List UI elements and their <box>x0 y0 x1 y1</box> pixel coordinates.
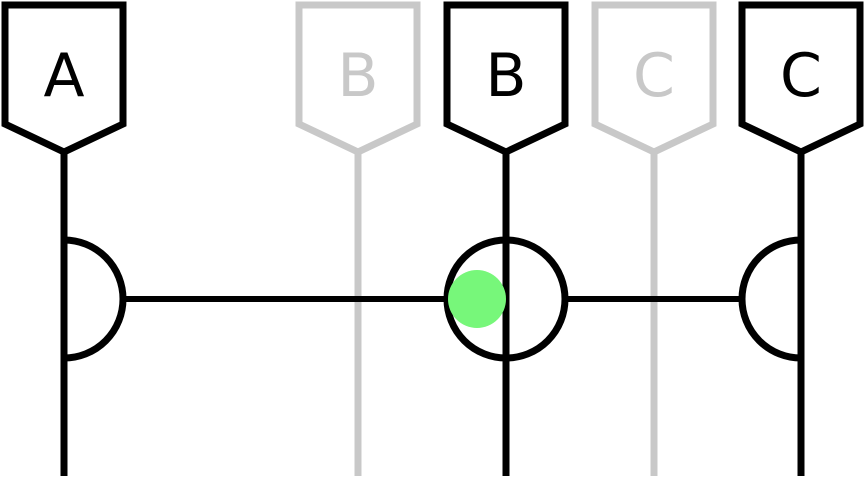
wire-a-label: A <box>43 41 84 111</box>
wire-b <box>443 1 569 476</box>
wire-b-label: B <box>485 41 526 111</box>
gate-c-half-circle <box>738 236 802 362</box>
wire-a-tag <box>1 1 127 156</box>
wire-b-ghost <box>295 1 421 476</box>
gate-b-circle <box>443 236 569 362</box>
wire-b-ghost-tag <box>295 1 421 156</box>
highlight-dot <box>448 270 506 328</box>
wire-b-ghost-label: B <box>337 41 378 111</box>
wire-a <box>1 1 127 476</box>
wire-c-tag <box>738 1 864 156</box>
gate-a-half-circle <box>63 236 127 362</box>
wire-c-ghost-tag <box>591 1 717 156</box>
wire-c <box>738 1 864 476</box>
wire-b-tag <box>443 1 569 156</box>
wire-c-ghost <box>591 1 717 476</box>
wire-c-ghost-label: C <box>633 41 675 111</box>
wire-c-label: C <box>780 41 822 111</box>
